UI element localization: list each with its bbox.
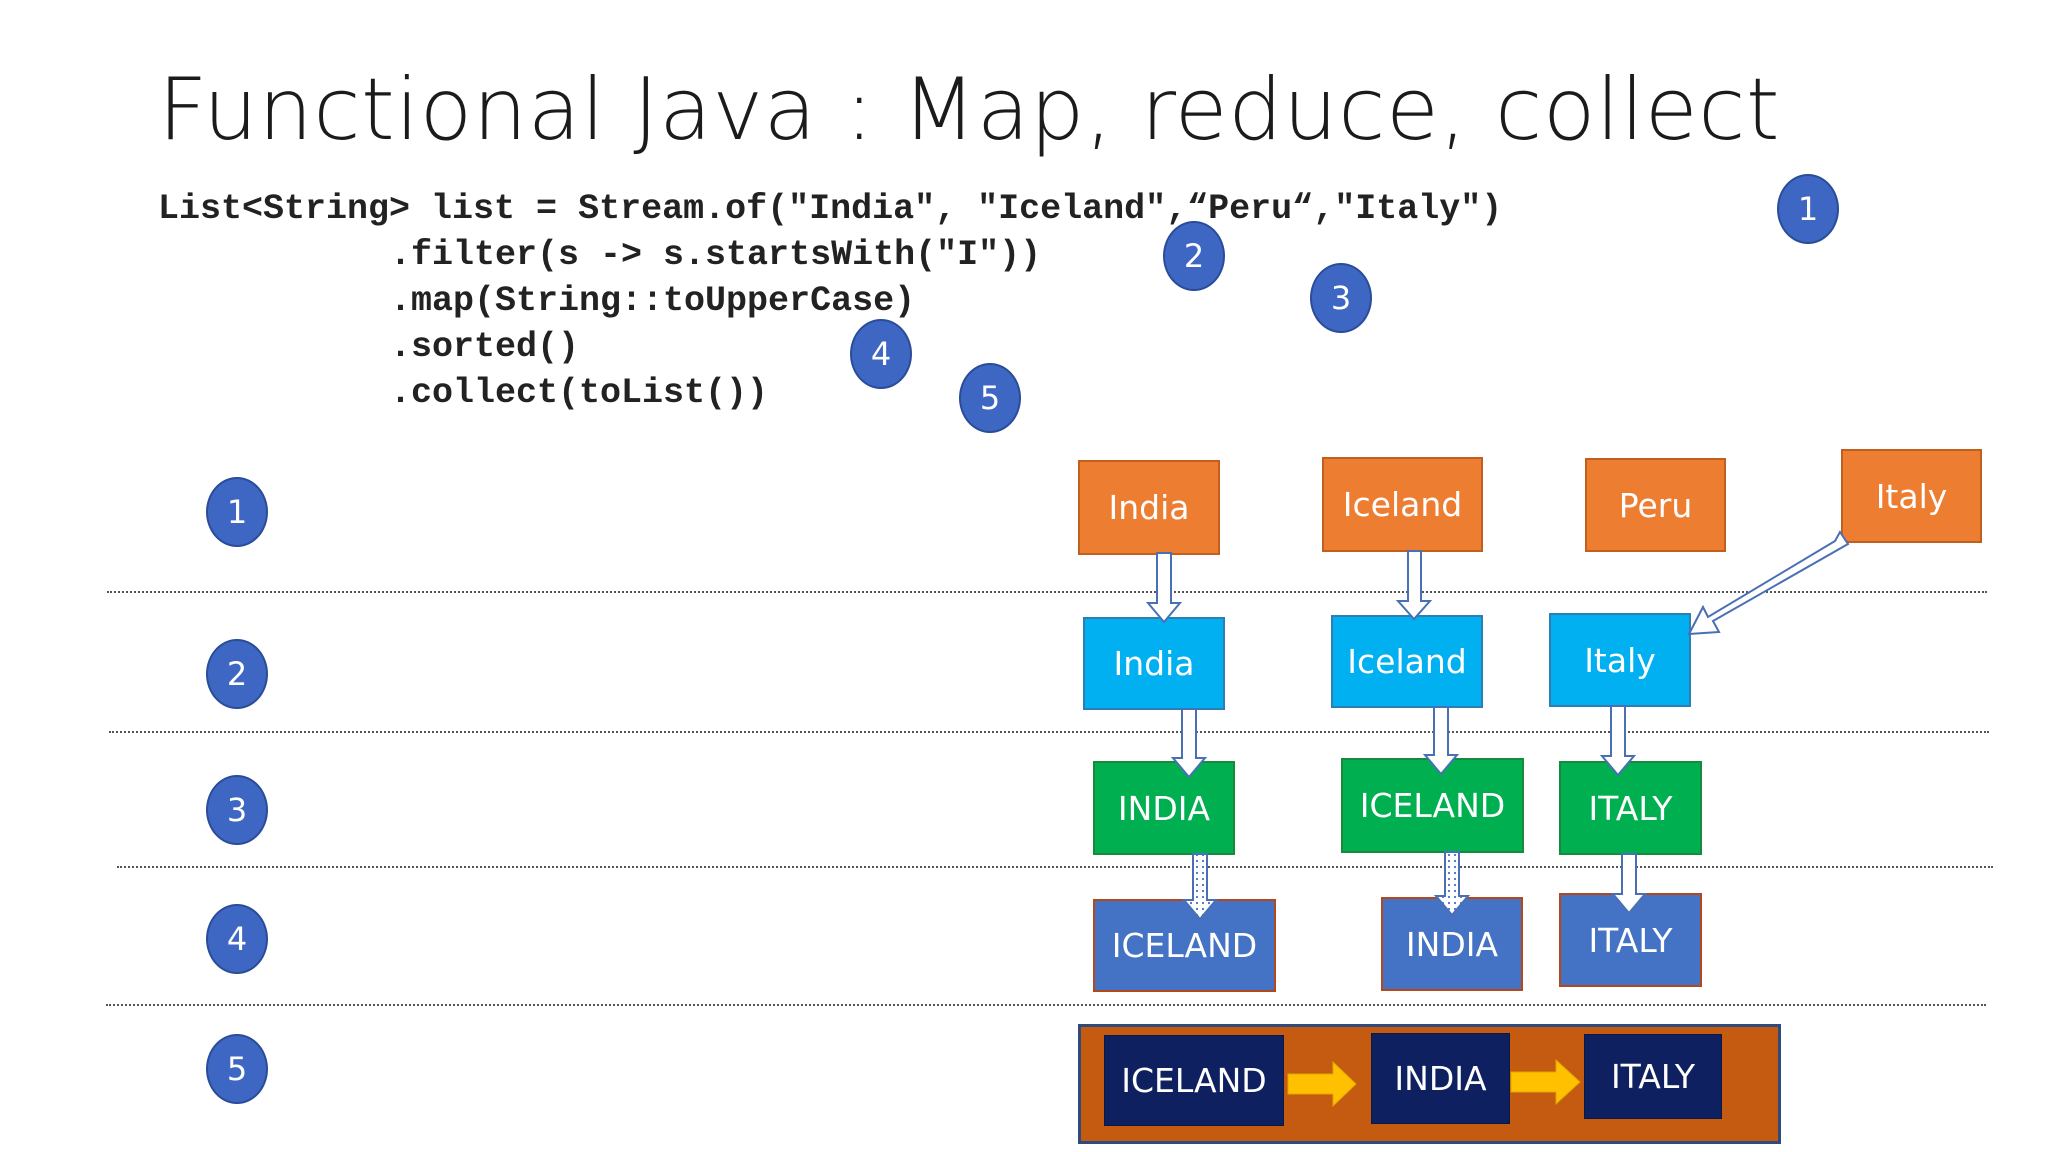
code-line-4: .sorted() — [390, 327, 580, 367]
separator-3 — [117, 866, 1993, 868]
sorted-box-italy: ITALY — [1559, 893, 1702, 987]
source-box-italy: Italy — [1841, 449, 1982, 543]
code-line-2: .filter(s -> s.startsWith("I")) — [390, 235, 1042, 275]
code-line-1: List<String> list = Stream.of("India", "… — [158, 189, 1503, 229]
arrow-down-iceland-1 — [1395, 550, 1433, 621]
mapped-box-india: INDIA — [1093, 761, 1235, 855]
separator-2 — [109, 731, 1989, 733]
row-badge-4: 4 — [206, 904, 268, 974]
row-badge-2: 2 — [206, 639, 268, 709]
mapped-box-iceland: ICELAND — [1341, 758, 1524, 853]
filtered-box-iceland: Iceland — [1331, 615, 1483, 708]
row-badge-3: 3 — [206, 775, 268, 845]
collected-box-iceland: ICELAND — [1104, 1035, 1284, 1126]
sorted-box-india: INDIA — [1381, 897, 1523, 991]
arrow-down-india-1 — [1145, 552, 1183, 624]
row-badge-1: 1 — [206, 477, 268, 547]
sorted-box-iceland: ICELAND — [1093, 899, 1276, 992]
code-step-badge-3: 3 — [1310, 263, 1372, 333]
row-badge-5: 5 — [206, 1034, 268, 1104]
filtered-box-india: India — [1083, 617, 1225, 710]
source-box-iceland: Iceland — [1322, 457, 1483, 552]
collected-box-india: INDIA — [1371, 1033, 1510, 1124]
source-box-peru: Peru — [1585, 458, 1726, 552]
separator-4 — [106, 1004, 1986, 1006]
source-box-india: India — [1078, 460, 1220, 555]
separator-1 — [107, 591, 1987, 593]
code-line-3: .map(String::toUpperCase) — [390, 281, 916, 321]
filtered-box-italy: Italy — [1549, 613, 1691, 707]
slide-title: Functional Java : Map, reduce, collect — [158, 60, 1781, 160]
code-step-badge-2: 2 — [1163, 221, 1225, 291]
code-step-badge-1: 1 — [1777, 174, 1839, 244]
code-step-badge-5: 5 — [959, 363, 1021, 433]
code-step-badge-4: 4 — [850, 319, 912, 389]
mapped-box-italy: ITALY — [1559, 761, 1702, 855]
code-line-5: .collect(toList()) — [390, 373, 769, 413]
collected-box-italy: ITALY — [1584, 1034, 1722, 1119]
